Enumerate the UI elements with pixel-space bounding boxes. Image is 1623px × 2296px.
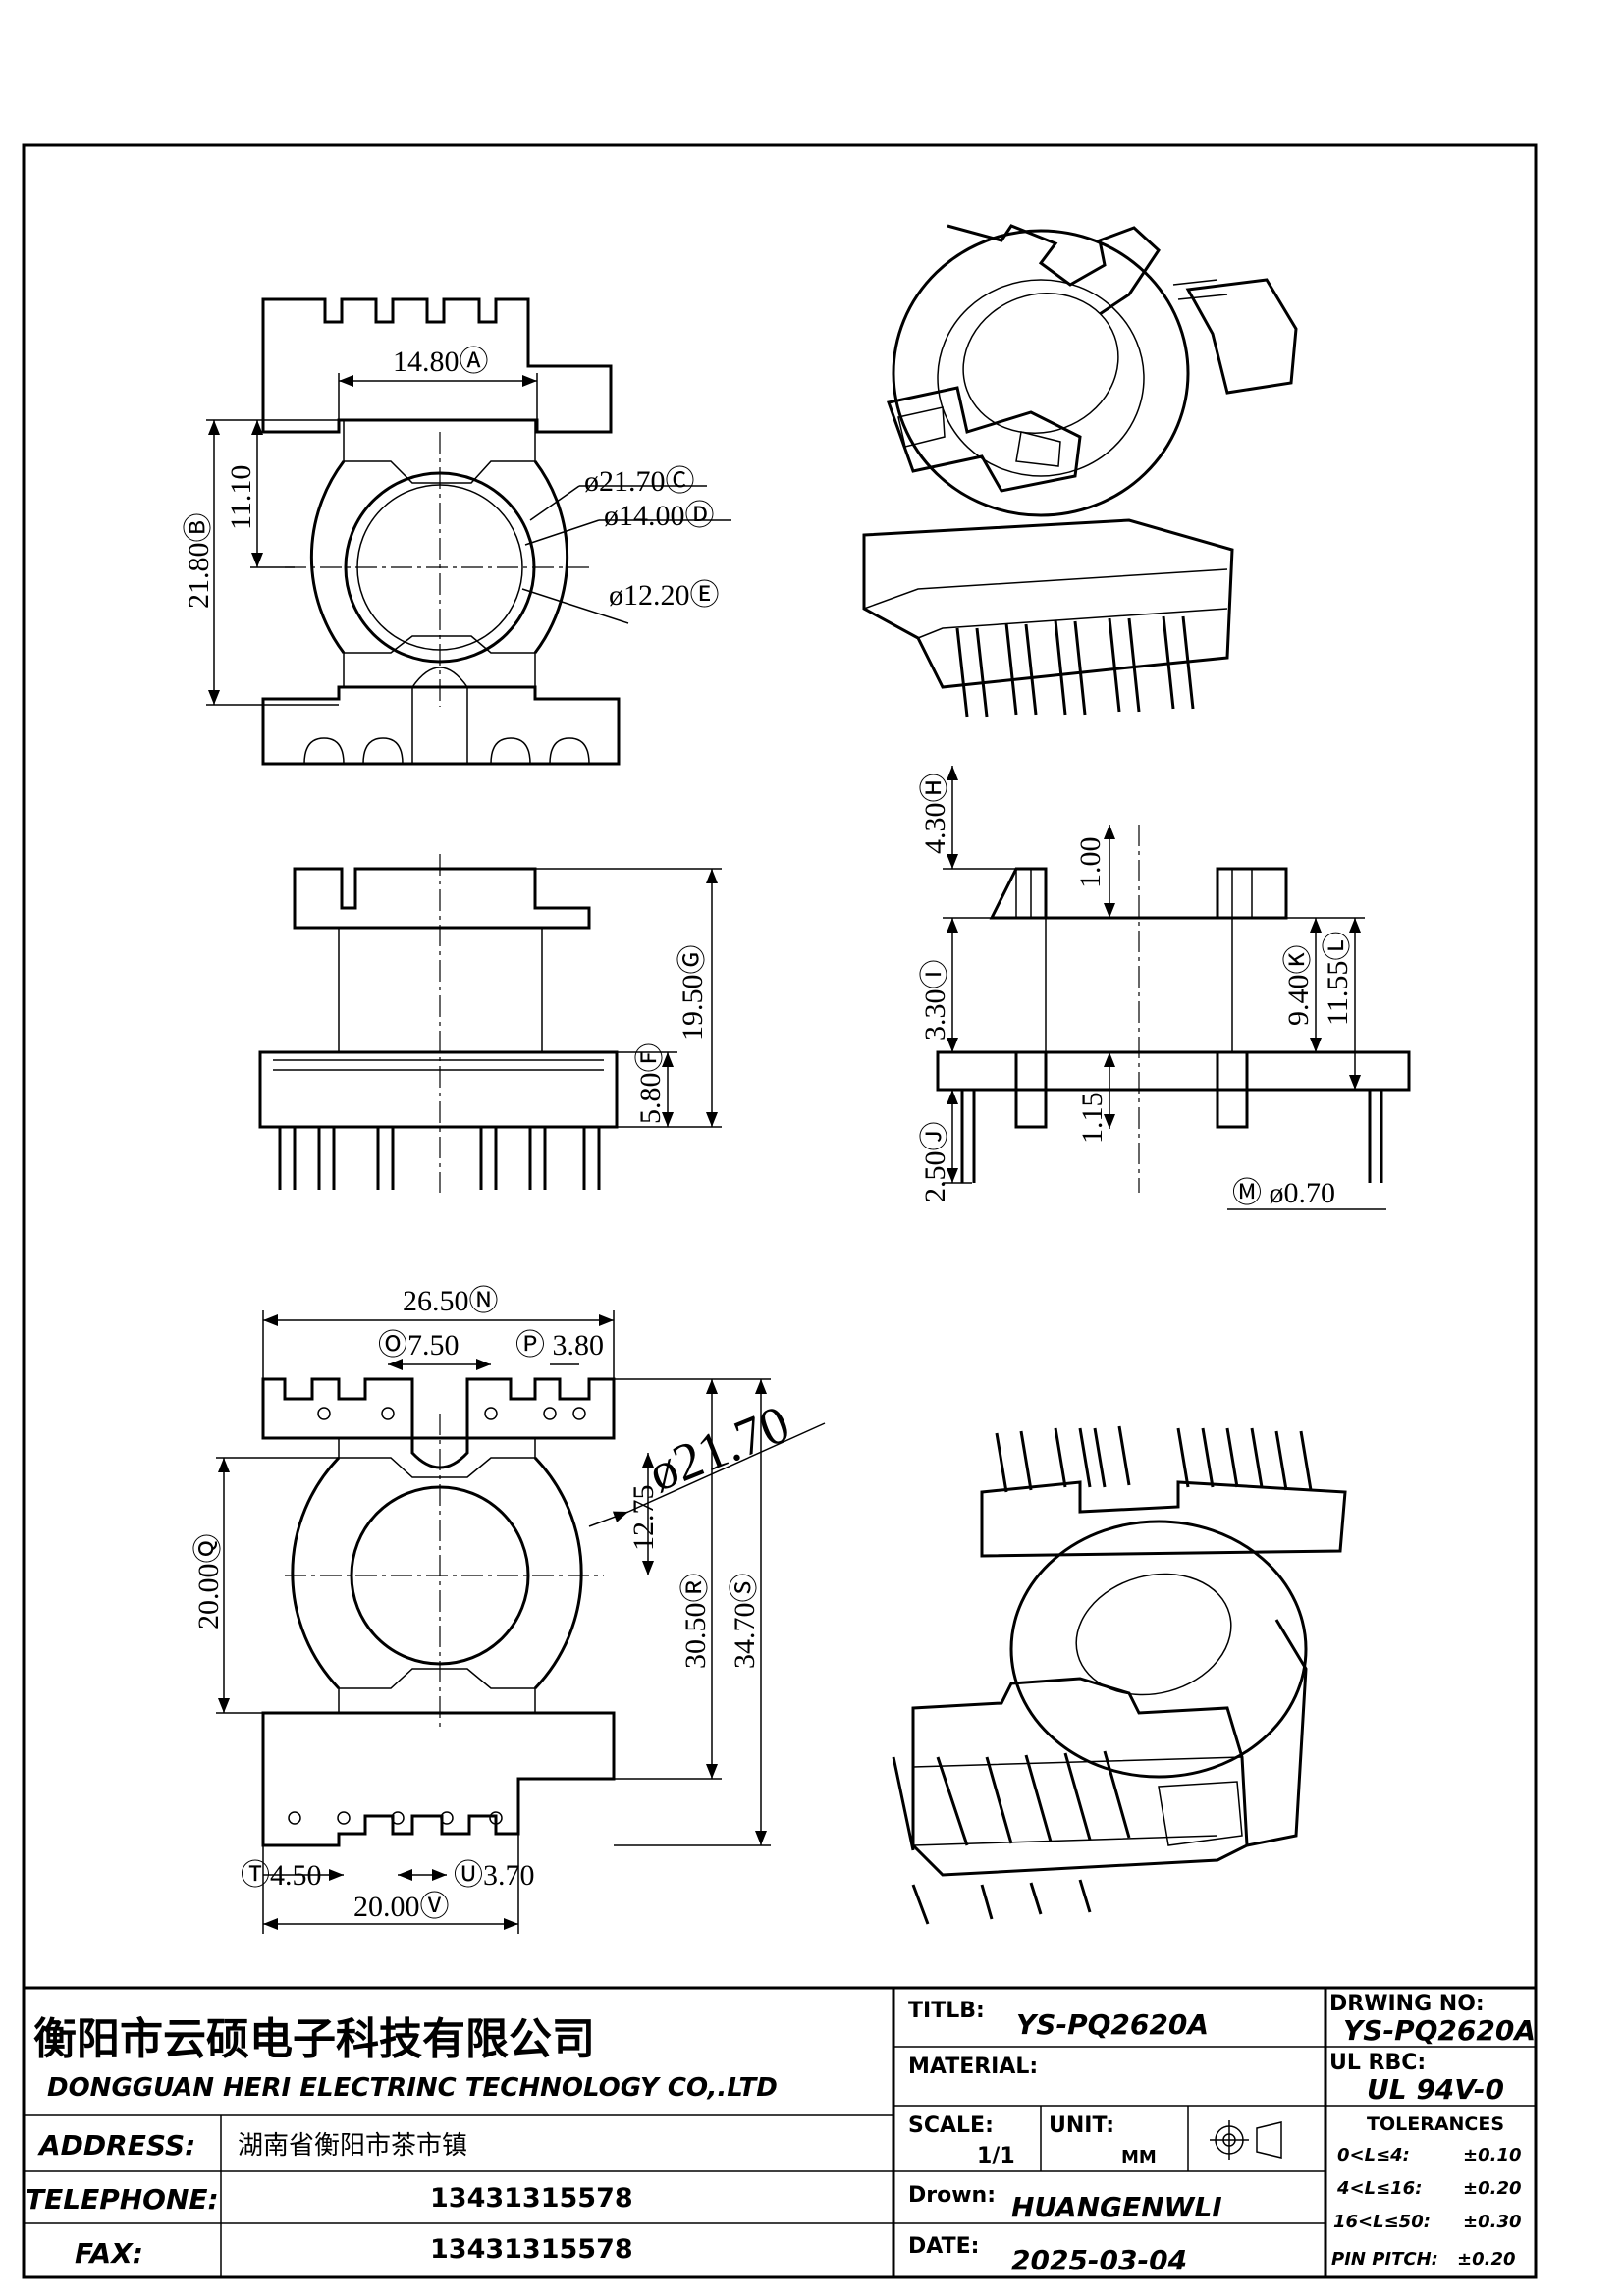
dim-12-75: 12.75 (627, 1485, 660, 1552)
dim-f: 5.80Ⓕ (634, 1043, 667, 1125)
tolerances-label: TOLERANCES (1367, 2113, 1504, 2135)
title-label: TITLB: (908, 1999, 985, 2023)
top-view (206, 297, 731, 766)
drawn-label: Drown: (908, 2183, 996, 2208)
unit-value: MM (1121, 2147, 1157, 2167)
dim-i: 3.30Ⓘ (919, 960, 951, 1041)
dim-s: 34.70Ⓢ (729, 1574, 761, 1670)
title-block: 衡阳市云硕电子科技有限公司 DONGGUAN HERI ELECTRINC TE… (24, 1986, 1536, 2277)
dim-l: 11.55Ⓛ (1322, 932, 1354, 1026)
dim-d: ø14.00Ⓓ (604, 500, 715, 532)
ul-value: UL 94V-0 (1367, 2073, 1504, 2106)
unit-label: UNIT: (1049, 2113, 1114, 2138)
dim-g: 19.50Ⓖ (676, 945, 709, 1041)
date-label: DATE: (908, 2234, 979, 2259)
company-name-en: DONGGUAN HERI ELECTRINC TECHNOLOGY CO,.L… (47, 2073, 778, 2103)
dim-outer-dia: ø21.70 (640, 1394, 797, 1503)
dim-11-10: 11.10 (225, 465, 257, 530)
dim-c: ø21.70Ⓒ (584, 465, 695, 498)
dim-o: Ⓞ7.50 (378, 1329, 460, 1362)
dim-m: Ⓜ ø0.70 (1232, 1177, 1335, 1209)
dim-r: 30.50Ⓡ (679, 1574, 712, 1670)
dim-p: Ⓟ 3.80 (515, 1329, 604, 1362)
dim-a: 14.80Ⓐ (393, 346, 489, 378)
iso-view-top (862, 224, 1298, 718)
tol-range-1: 0<L≤4: (1337, 2145, 1410, 2165)
projection-symbol-icon (1210, 2120, 1282, 2160)
telephone-value: 13431315578 (430, 2183, 633, 2214)
tol-range-2: 4<L≤16: (1336, 2178, 1422, 2199)
sheet-border (22, 143, 1538, 2279)
telephone-label: TELEPHONE: (26, 2183, 219, 2216)
dim-j: 2.50Ⓙ (919, 1122, 951, 1203)
tol-range-3: 16<L≤50: (1333, 2212, 1431, 2232)
dim-1-15: 1.15 (1076, 1093, 1109, 1145)
company-name-cn: 衡阳市云硕电子科技有限公司 (33, 2014, 595, 2064)
pin-pitch-value: ±0.20 (1457, 2249, 1516, 2269)
fax-label: FAX: (75, 2237, 143, 2269)
dim-u: Ⓤ3.70 (454, 1859, 535, 1892)
tol-value-2: ±0.20 (1463, 2178, 1522, 2199)
drawing-no-label: DRWING NO: (1329, 1992, 1485, 2016)
dim-t: Ⓣ4.50 (241, 1859, 322, 1892)
dim-v: 20.00Ⓥ (353, 1891, 450, 1923)
material-label: MATERIAL: (908, 2055, 1038, 2079)
date-value: 2025-03-04 (1011, 2244, 1187, 2276)
dim-q: 20.00Ⓠ (192, 1534, 225, 1630)
bottom-view (216, 1310, 826, 1934)
fax-value: 13431315578 (430, 2234, 633, 2265)
dim-n: 26.50Ⓝ (403, 1285, 499, 1317)
dim-b: 21.80Ⓑ (183, 513, 215, 610)
scale-value: 1/1 (977, 2144, 1015, 2168)
drawing-no-value: YS-PQ2620A (1343, 2014, 1536, 2047)
front-view (936, 766, 1411, 1210)
ul-label: UL RBC: (1329, 2051, 1426, 2075)
address-label: ADDRESS: (37, 2129, 195, 2162)
dim-k: 9.40Ⓚ (1282, 945, 1315, 1027)
tol-value-1: ±0.10 (1463, 2145, 1522, 2165)
address-value: 湖南省衡阳市茶市镇 (238, 2131, 467, 2161)
tol-value-3: ±0.30 (1463, 2212, 1522, 2232)
side-view (258, 854, 722, 1193)
scale-label: SCALE: (908, 2113, 994, 2138)
iso-view-bottom (892, 1425, 1347, 1925)
title-value: YS-PQ2620A (1016, 2008, 1209, 2041)
dim-h: 4.30Ⓗ (919, 774, 951, 855)
dim-1-00: 1.00 (1074, 837, 1107, 889)
drawn-value: HUANGENWLI (1011, 2191, 1222, 2223)
dim-e: ø12.20Ⓔ (609, 579, 720, 612)
pin-pitch-label: PIN PITCH: (1331, 2249, 1438, 2269)
